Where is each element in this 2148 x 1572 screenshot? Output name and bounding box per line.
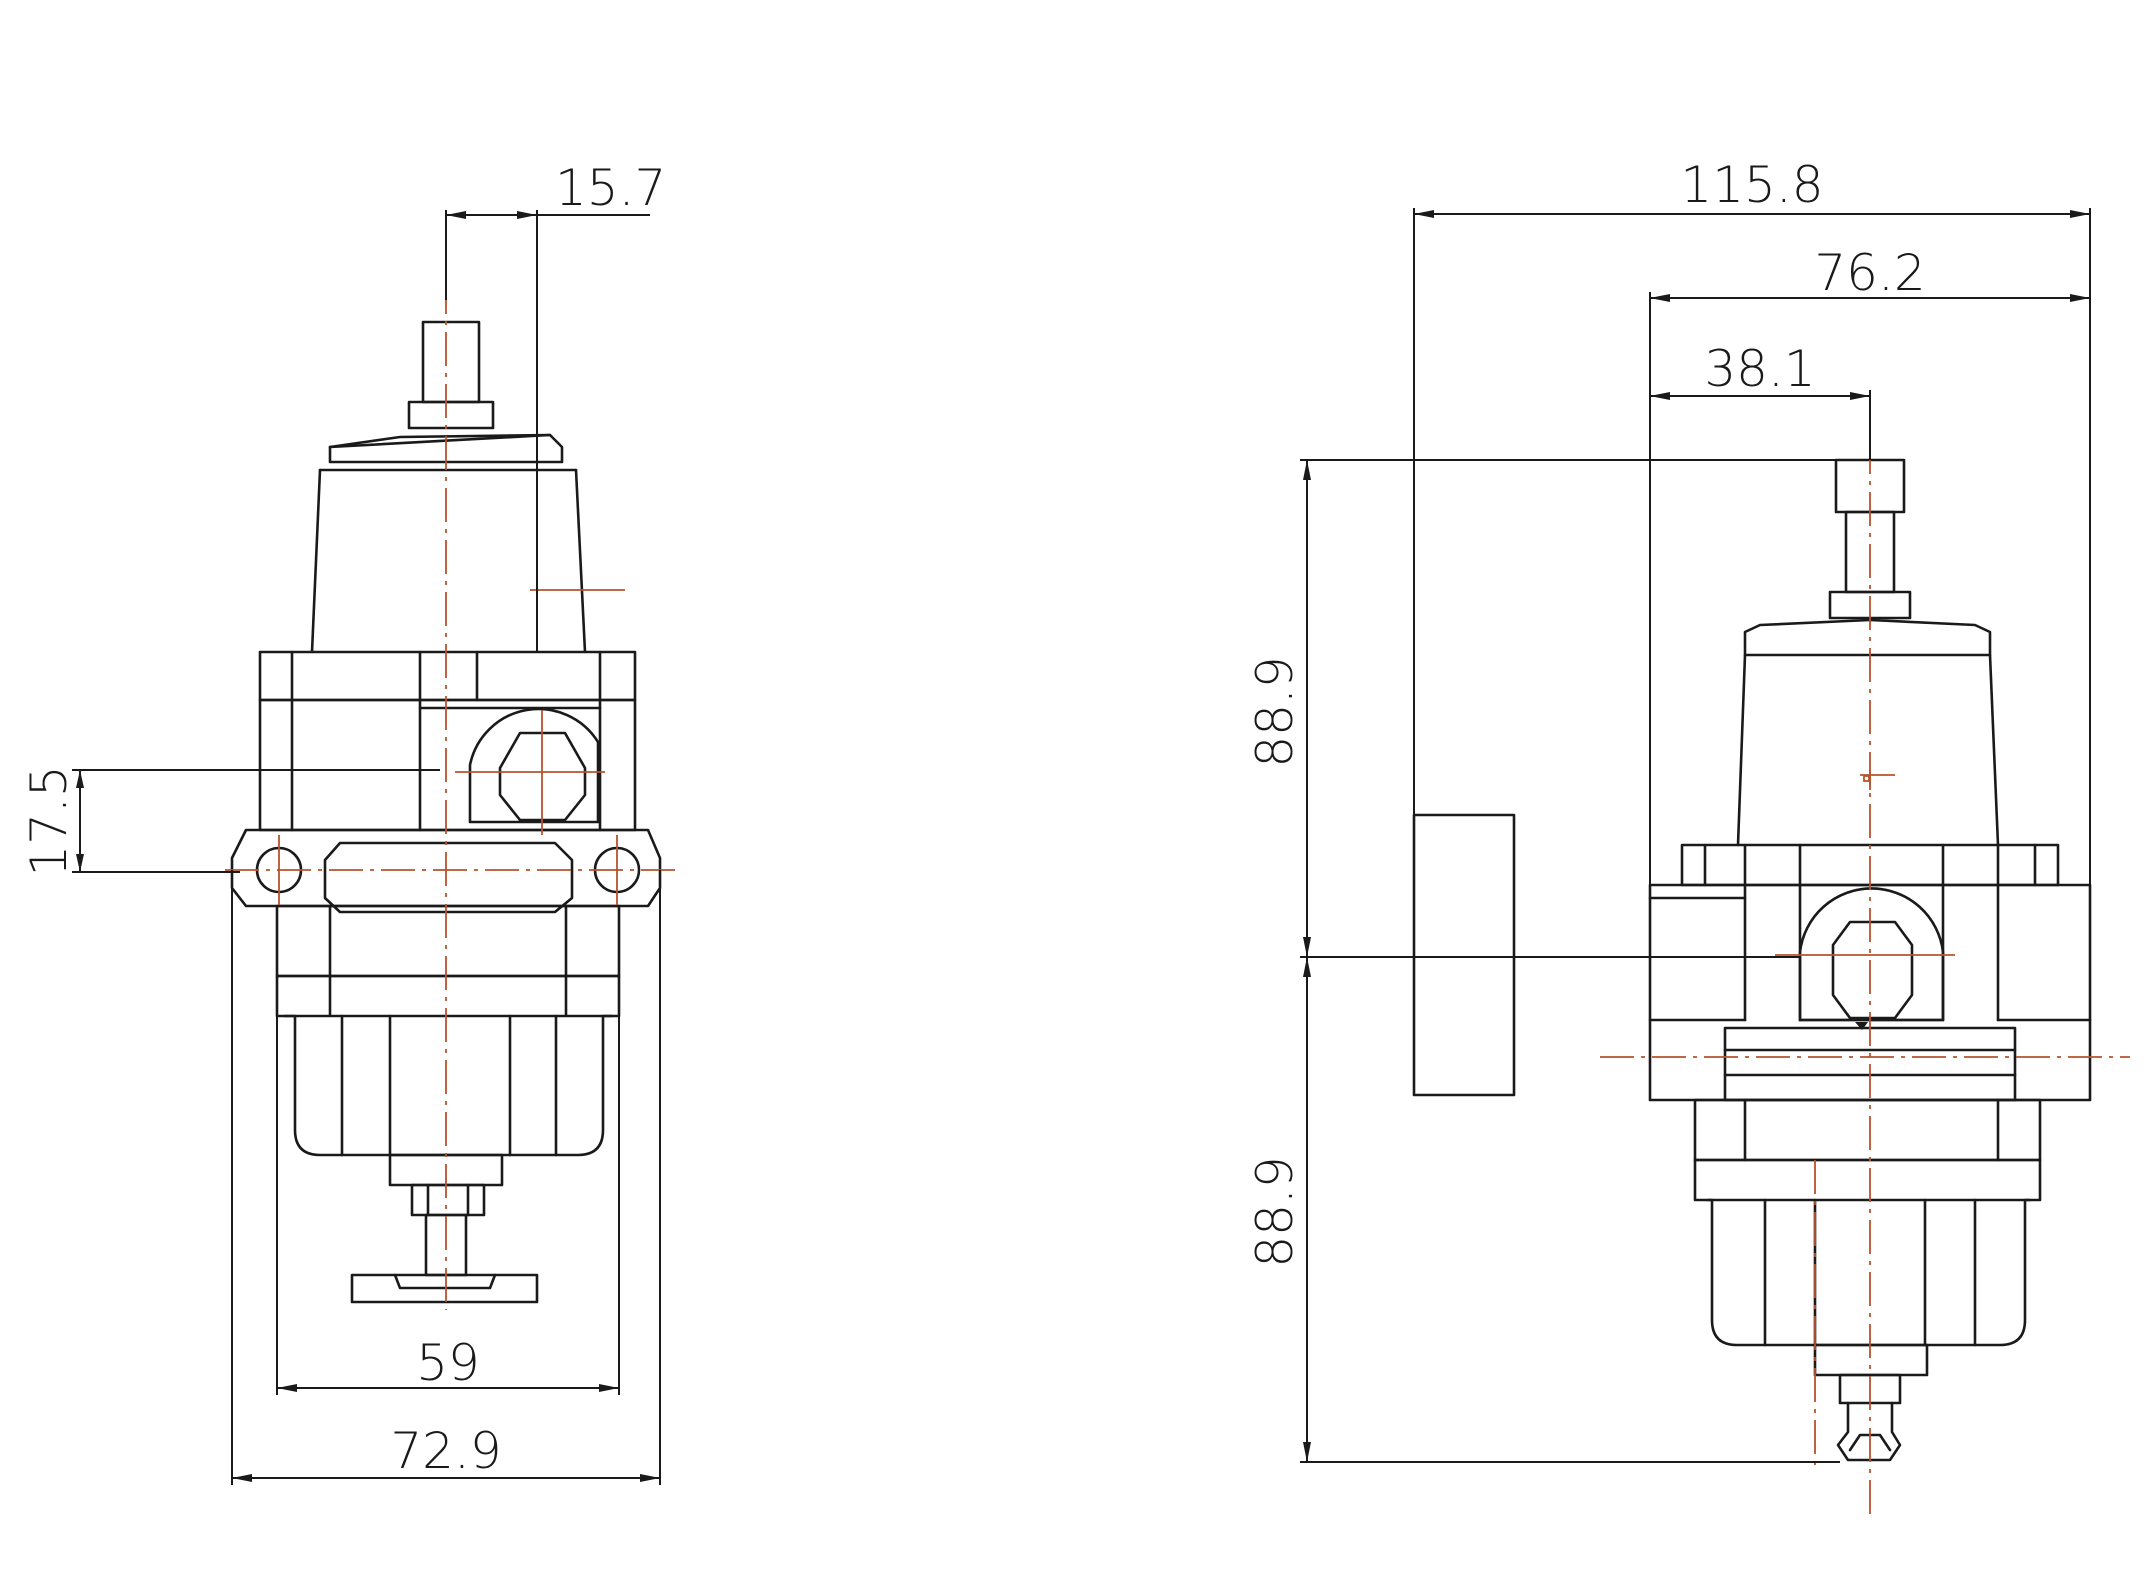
front-view: 15.7 17.5 59 72.9 [20, 159, 680, 1485]
dim-lower-height: 88.9 [1246, 1156, 1304, 1267]
dim-half-width: 38.1 [1704, 340, 1815, 398]
dim-outer-width: 72.9 [390, 1422, 501, 1480]
side-view: 115.8 76.2 38.1 88.9 88.9 [1246, 156, 2130, 1520]
dim-body-width: 76.2 [1814, 244, 1925, 302]
dim-upper-height: 88.9 [1246, 656, 1304, 767]
dim-port-height: 17.5 [20, 765, 78, 876]
dim-total-width: 115.8 [1680, 156, 1823, 214]
dim-offset-top: 15.7 [555, 159, 666, 217]
dim-inner-width: 59 [416, 1334, 480, 1392]
